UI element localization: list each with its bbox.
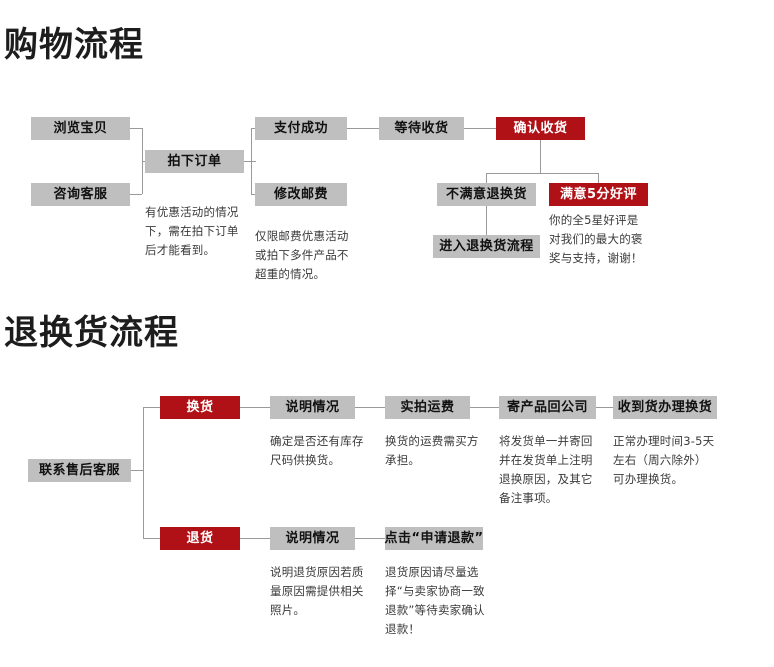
connector-contact-out xyxy=(131,470,143,471)
flow-node-receive-handle[interactable]: 收到货办理换货 xyxy=(613,396,717,419)
desc-refund-explain: 说明退货原因若质量原因需提供相关照片。 xyxy=(270,565,364,617)
flow-node-send-back[interactable]: 寄产品回公司 xyxy=(499,396,596,419)
connector-browse-to-brace xyxy=(130,128,142,129)
flow-node-exchange[interactable]: 换货 xyxy=(160,396,240,419)
flow-node-modify-ship[interactable]: 修改邮费 xyxy=(255,183,347,206)
connector-split-horizontal xyxy=(486,173,598,174)
flow-node-exchange-explain[interactable]: 说明情况 xyxy=(270,396,355,419)
connector-brace-to-pay xyxy=(251,128,255,129)
connector-contact-brace-vertical xyxy=(143,407,144,538)
flow-node-browse[interactable]: 浏览宝贝 xyxy=(31,117,130,140)
connector-shipping-to-sendback xyxy=(470,407,499,408)
flow-node-consult[interactable]: 咨询客服 xyxy=(31,183,130,206)
connector-brace-to-refund xyxy=(143,538,160,539)
connector-refund-to-explain xyxy=(240,538,270,539)
connector-pay-to-await xyxy=(347,128,379,129)
desc-receive-handle: 正常办理时间3-5天左右（周六除外）可办理换货。 xyxy=(613,434,715,486)
connector-brace-to-modify xyxy=(251,194,255,195)
connector-place-order-out xyxy=(244,161,256,162)
desc-exchange-explain: 确定是否还有库存尺码供换货。 xyxy=(270,434,364,467)
flow-node-pay-success[interactable]: 支付成功 xyxy=(255,117,347,140)
connector-explain-to-click xyxy=(355,538,385,539)
desc-modify-ship: 仅限邮费优惠活动或拍下多件产品不超重的情况。 xyxy=(255,229,349,281)
connector-explain-to-shipping xyxy=(355,407,385,408)
connector-exchange-to-explain xyxy=(240,407,270,408)
connector-brace-to-place-order xyxy=(142,161,145,162)
desc-place-order: 有优惠活动的情况下，需在拍下订单后才能看到。 xyxy=(145,205,239,257)
flow-node-await-goods[interactable]: 等待收货 xyxy=(379,117,464,140)
connector-confirm-down xyxy=(540,140,541,173)
connector-consult-to-brace xyxy=(130,194,142,195)
flow-node-contact-service[interactable]: 联系售后客服 xyxy=(28,459,131,482)
desc-click-refund: 退货原因请尽量选择“与卖家协商一致退款”等待卖家确认退款！ xyxy=(385,565,485,636)
desc-real-shipping: 换货的运费需买方承担。 xyxy=(385,434,479,467)
flow-node-unsatisfied[interactable]: 不满意退换货 xyxy=(437,183,536,206)
flow-node-refund[interactable]: 退货 xyxy=(160,527,240,550)
flow-node-real-shipping[interactable]: 实拍运费 xyxy=(385,396,470,419)
connector-unsatisfied-to-enter xyxy=(486,206,487,235)
flow-node-refund-explain[interactable]: 说明情况 xyxy=(270,527,355,550)
flow-node-confirm-goods[interactable]: 确认收货 xyxy=(496,117,585,140)
flow-node-satisfied[interactable]: 满意5分好评 xyxy=(549,183,648,206)
flow-node-click-refund[interactable]: 点击“申请退款” xyxy=(384,527,483,550)
connector-brace-to-exchange xyxy=(143,407,160,408)
connector-split-to-unsatisfied xyxy=(486,173,487,183)
connector-sendback-to-receive xyxy=(596,407,613,408)
connector-right-brace-vertical xyxy=(251,128,252,194)
desc-satisfied: 你的全5星好评是对我们的最大的褒奖与支持，谢谢！ xyxy=(549,213,643,265)
flow-node-place-order[interactable]: 拍下订单 xyxy=(145,150,244,173)
connector-await-to-confirm xyxy=(464,128,496,129)
section-title-return: 退换货流程 xyxy=(4,313,179,353)
desc-send-back: 将发货单一并寄回并在发货单上注明退换原因，及其它备注事项。 xyxy=(499,434,593,505)
section-title-shopping: 购物流程 xyxy=(4,25,144,65)
connector-split-to-satisfied xyxy=(598,173,599,183)
flow-node-enter-return[interactable]: 进入退换货流程 xyxy=(433,235,540,258)
